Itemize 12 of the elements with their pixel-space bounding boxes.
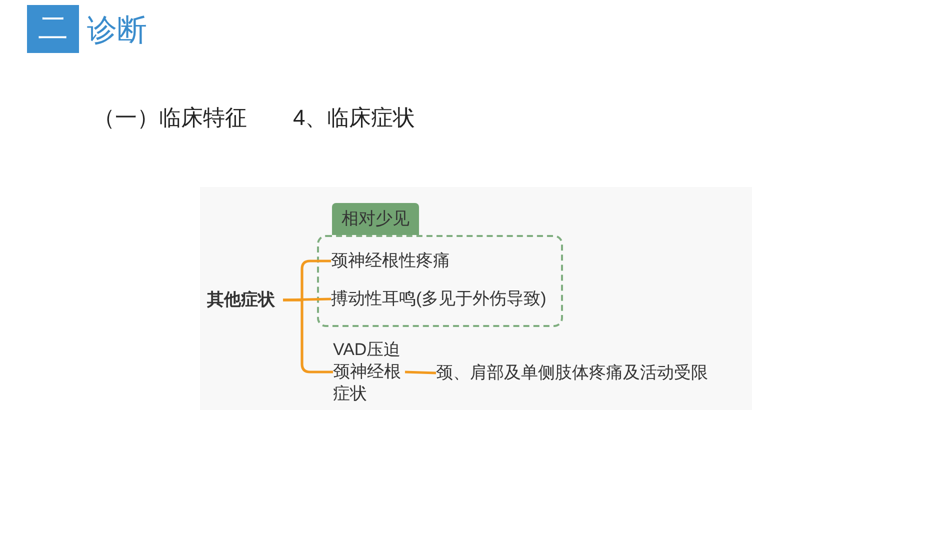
topic-label: 其他症状	[207, 290, 275, 310]
connector-line	[404, 370, 436, 374]
branch-label: 颈神经根性疼痛	[331, 251, 450, 271]
connector-line	[283, 298, 333, 374]
branch-label: VAD压迫颈神经根症状	[333, 339, 405, 405]
section-heading: （一）临床特征	[93, 104, 247, 132]
branch-label: 搏动性耳鸣(多见于外伤导致)	[331, 289, 546, 309]
tab-label: 相对少见	[332, 203, 419, 235]
section-number-badge: 二	[27, 5, 79, 53]
section-heading: 4、临床症状	[293, 104, 416, 132]
page-title: 诊断	[87, 13, 147, 49]
branch-label: 颈、肩部及单侧肢体疼痛及活动受限	[436, 362, 708, 384]
